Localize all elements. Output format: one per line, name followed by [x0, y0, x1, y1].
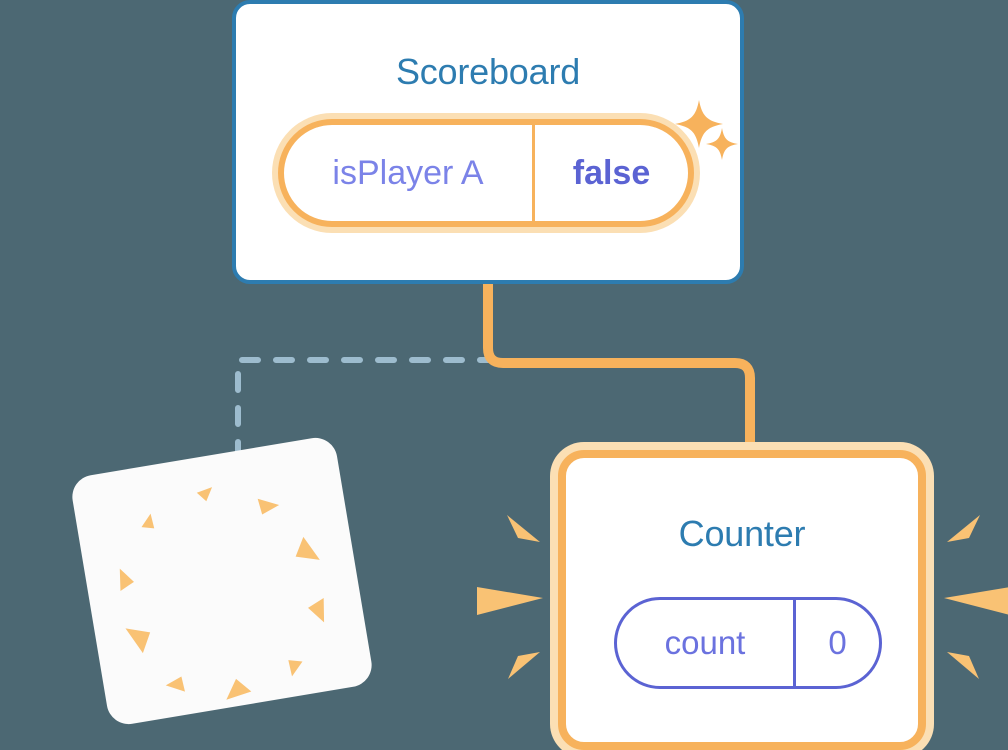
card-counter[interactable]: Counter count 0 — [558, 450, 926, 750]
card-scoreboard[interactable]: Scoreboard isPlayer A false — [232, 0, 744, 284]
scoreboard-pill[interactable]: isPlayer A false — [278, 119, 694, 227]
scoreboard-pill-key: isPlayer A — [332, 153, 484, 192]
counter-pill[interactable]: count 0 — [614, 597, 882, 689]
scoreboard-pill-value: false — [532, 125, 688, 221]
counter-pill-value: 0 — [793, 600, 879, 686]
counter-pill-key: count — [664, 624, 746, 661]
scoreboard-title: Scoreboard — [395, 51, 581, 92]
connector-dashed-to-blank-card — [235, 281, 491, 473]
counter-title: Counter — [678, 513, 806, 554]
card-blank-rotated[interactable] — [69, 434, 375, 728]
connector-solid-to-counter — [483, 284, 755, 462]
